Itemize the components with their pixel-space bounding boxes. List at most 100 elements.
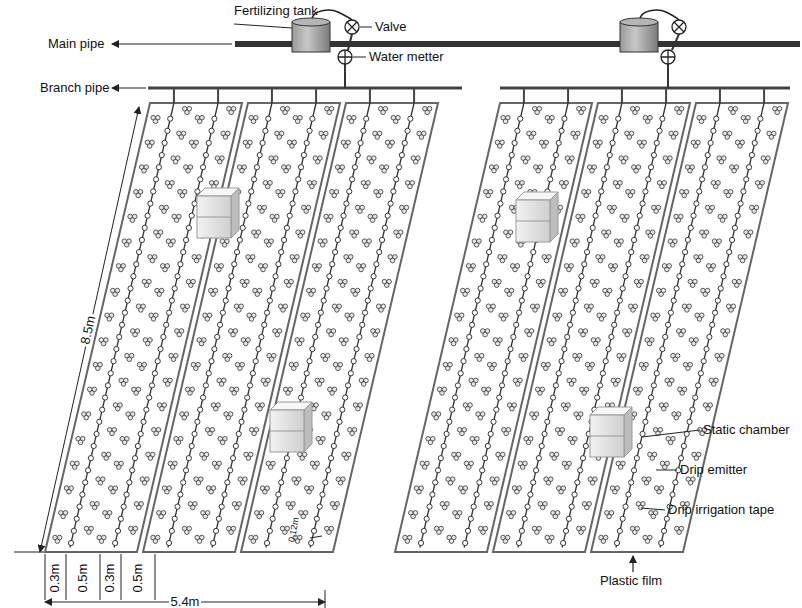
- plant: [209, 181, 218, 189]
- plant: [578, 329, 587, 337]
- drip-emitter: [671, 298, 676, 303]
- drip-emitter: [467, 334, 472, 339]
- drip-emitter: [360, 322, 365, 327]
- drip-emitter: [606, 346, 611, 351]
- plant: [194, 477, 203, 485]
- plant: [99, 338, 108, 346]
- drip-emitter: [74, 516, 79, 521]
- drip-emitter: [226, 286, 231, 291]
- drip-emitter: [351, 359, 356, 364]
- drip-tape: [310, 103, 414, 548]
- drip-emitter: [313, 334, 318, 339]
- drip-emitter: [623, 504, 628, 509]
- plant: [175, 329, 184, 337]
- drip-emitter: [242, 407, 247, 412]
- plant: [257, 205, 266, 213]
- plant: [195, 535, 204, 543]
- drip-emitter: [287, 213, 292, 218]
- drip-emitter: [345, 383, 350, 388]
- drip-emitter: [371, 274, 376, 279]
- plant: [453, 511, 462, 519]
- plant: [724, 190, 733, 198]
- drip-emitter: [358, 140, 363, 145]
- drip-emitter: [697, 189, 702, 194]
- drip-emitter: [576, 286, 581, 291]
- drip-emitter: [674, 286, 679, 291]
- plastic-film-strip: [241, 103, 438, 552]
- plant: [541, 362, 550, 370]
- drip-emitter: [418, 540, 423, 545]
- plant: [211, 403, 220, 411]
- part-name: Branch pipe: [40, 81, 109, 95]
- plant: [614, 239, 623, 247]
- drip-emitter: [139, 237, 144, 242]
- plant: [267, 353, 276, 361]
- plant: [559, 288, 568, 296]
- branch-connector: [665, 88, 667, 103]
- drip-emitter: [321, 298, 326, 303]
- drip-emitter: [511, 334, 516, 339]
- plant: [350, 230, 359, 238]
- drip-emitter: [127, 480, 132, 485]
- drip-emitter: [347, 189, 352, 194]
- drip-emitter: [657, 128, 662, 133]
- drip-emitter: [156, 165, 161, 170]
- plant: [250, 427, 259, 435]
- plant: [584, 304, 593, 312]
- drip-emitter: [665, 322, 670, 327]
- drip-emitter: [654, 371, 659, 376]
- drip-emitter: [447, 419, 452, 424]
- plant: [93, 362, 102, 370]
- drip-emitter: [330, 262, 335, 267]
- drip-emitter: [377, 249, 382, 254]
- plant: [266, 461, 275, 469]
- drip-emitter: [379, 237, 384, 242]
- plant: [159, 205, 168, 213]
- plant: [284, 279, 293, 287]
- drip-emitter: [161, 334, 166, 339]
- part-name: Water metter: [369, 50, 444, 64]
- static-chamber: [304, 402, 312, 452]
- plant: [545, 535, 554, 543]
- drip-emitter: [246, 201, 251, 206]
- drip-emitter: [613, 128, 618, 133]
- plant: [316, 436, 325, 444]
- drip-emitter: [130, 468, 135, 473]
- branch-connector: [523, 88, 525, 103]
- plant: [356, 264, 365, 272]
- dimension: 0.3m: [103, 564, 117, 593]
- drip-emitter: [631, 237, 636, 242]
- plant: [518, 461, 527, 469]
- plant: [224, 412, 233, 420]
- drip-emitter: [250, 371, 255, 376]
- drip-emitter: [344, 201, 349, 206]
- drip-emitter: [488, 431, 493, 436]
- drip-emitter: [495, 213, 500, 218]
- drip-emitter: [114, 346, 119, 351]
- drip-emitter: [165, 128, 170, 133]
- drip-emitter: [343, 395, 348, 400]
- drip-emitter: [108, 371, 113, 376]
- plant: [738, 255, 747, 263]
- plant: [671, 353, 680, 361]
- plant: [313, 156, 322, 164]
- plant: [501, 535, 510, 543]
- drip-emitter: [388, 201, 393, 206]
- drip-emitter: [578, 468, 583, 473]
- drip-emitter: [596, 201, 601, 206]
- drip-emitter: [441, 443, 446, 448]
- drip-emitter: [169, 528, 174, 533]
- drip-emitter: [595, 395, 600, 400]
- plant: [212, 461, 221, 469]
- plant: [385, 140, 394, 148]
- plant: [122, 239, 131, 247]
- drip-emitter: [566, 516, 571, 521]
- plant: [324, 526, 333, 534]
- plant: [487, 362, 496, 370]
- plant: [114, 461, 123, 469]
- plant: [186, 279, 195, 287]
- plant: [332, 304, 341, 312]
- plant: [249, 535, 258, 543]
- plant: [157, 511, 166, 519]
- drip-emitter: [643, 189, 648, 194]
